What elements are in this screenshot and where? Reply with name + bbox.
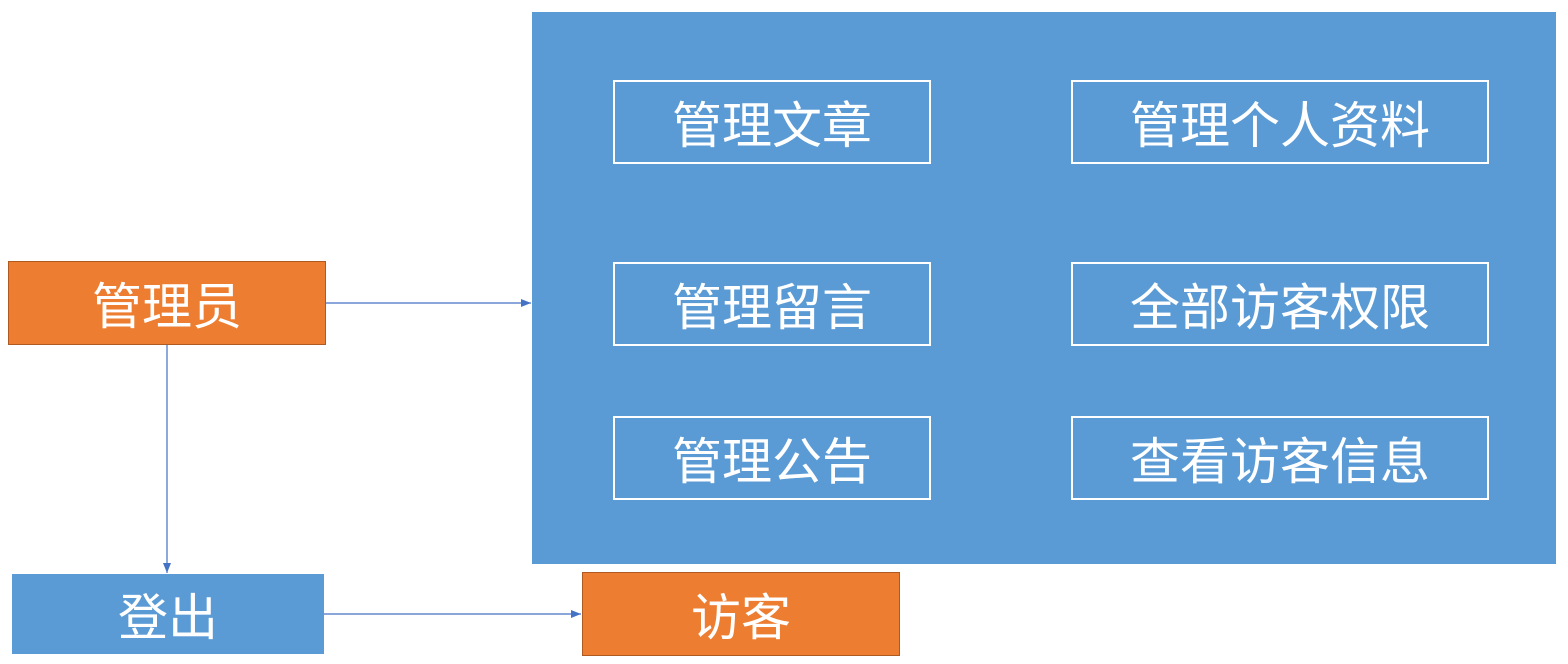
admin-node[interactable]: 管理员 bbox=[8, 261, 326, 345]
admin-functions-panel: 管理文章 管理个人资料 管理留言 全部访客权限 管理公告 查看访客信息 bbox=[532, 12, 1556, 564]
function-manage-profile[interactable]: 管理个人资料 bbox=[1071, 80, 1489, 164]
function-manage-comments[interactable]: 管理留言 bbox=[613, 262, 931, 346]
function-view-visitor-info[interactable]: 查看访客信息 bbox=[1071, 416, 1489, 500]
function-manage-announcements[interactable]: 管理公告 bbox=[613, 416, 931, 500]
logout-node[interactable]: 登出 bbox=[12, 574, 324, 654]
function-manage-articles[interactable]: 管理文章 bbox=[613, 80, 931, 164]
function-all-visitor-permissions[interactable]: 全部访客权限 bbox=[1071, 262, 1489, 346]
visitor-node[interactable]: 访客 bbox=[582, 572, 900, 656]
